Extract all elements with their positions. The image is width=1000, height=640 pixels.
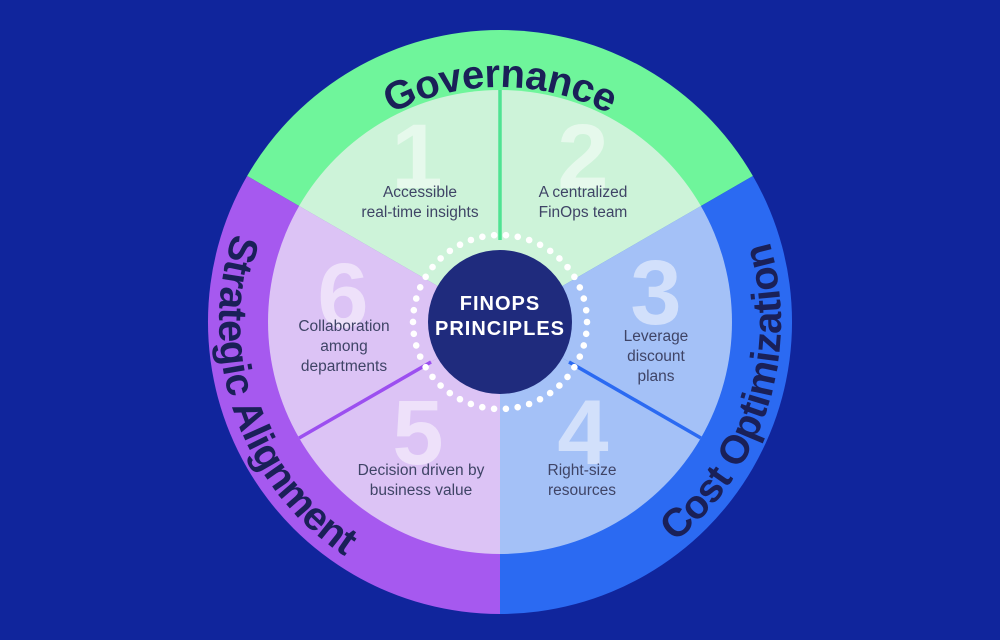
segment-label-3-line: Leverage xyxy=(623,328,689,345)
segment-wedge-3 xyxy=(500,206,732,438)
segment-label-2: A centralized FinOps team xyxy=(463,183,703,223)
segment-label-3-line: discount xyxy=(627,348,685,365)
segment-label-4: Right-size resources xyxy=(462,461,702,501)
divider-segments-5-6 xyxy=(298,360,432,440)
center-title-line-2: PRINCIPLES xyxy=(434,318,566,340)
segment-label-4-line: Right-size xyxy=(547,462,617,479)
segment-wedge-6 xyxy=(268,206,500,438)
segment-label-5: Decision driven by business value xyxy=(301,461,541,501)
segment-label-1: Accessible real-time insights xyxy=(300,183,540,223)
segment-wedge-1 xyxy=(299,90,500,322)
segment-label-6: Collaboration among departments xyxy=(224,317,464,377)
segment-label-3-line: plans xyxy=(637,368,675,385)
center-circle xyxy=(428,250,572,394)
divider-segments-3-4 xyxy=(568,360,702,440)
segment-label-4-line: resources xyxy=(547,482,617,499)
segment-wedge-2 xyxy=(500,90,701,322)
segment-label-2-line: A centralized xyxy=(538,184,628,201)
segment-label-5-line: business value xyxy=(369,482,473,499)
segment-label-6-line: among xyxy=(320,338,368,355)
segment-wedge-5 xyxy=(299,322,500,554)
segment-label-1-line: Accessible xyxy=(382,184,458,201)
center-title: FINOPS PRINCIPLES xyxy=(435,292,565,342)
dotted-ring xyxy=(409,231,591,413)
segment-label-6-line: departments xyxy=(300,358,388,375)
segment-label-5-line: Decision driven by xyxy=(357,462,485,479)
segment-label-2-line: FinOps team xyxy=(538,204,628,221)
center-title-line-1: FINOPS xyxy=(459,293,541,315)
segment-label-1-line: real-time insights xyxy=(361,204,479,221)
segment-wedge-4 xyxy=(500,322,701,554)
segment-label-3: Leverage discount plans xyxy=(536,327,776,387)
segment-label-6-line: Collaboration xyxy=(298,318,390,335)
